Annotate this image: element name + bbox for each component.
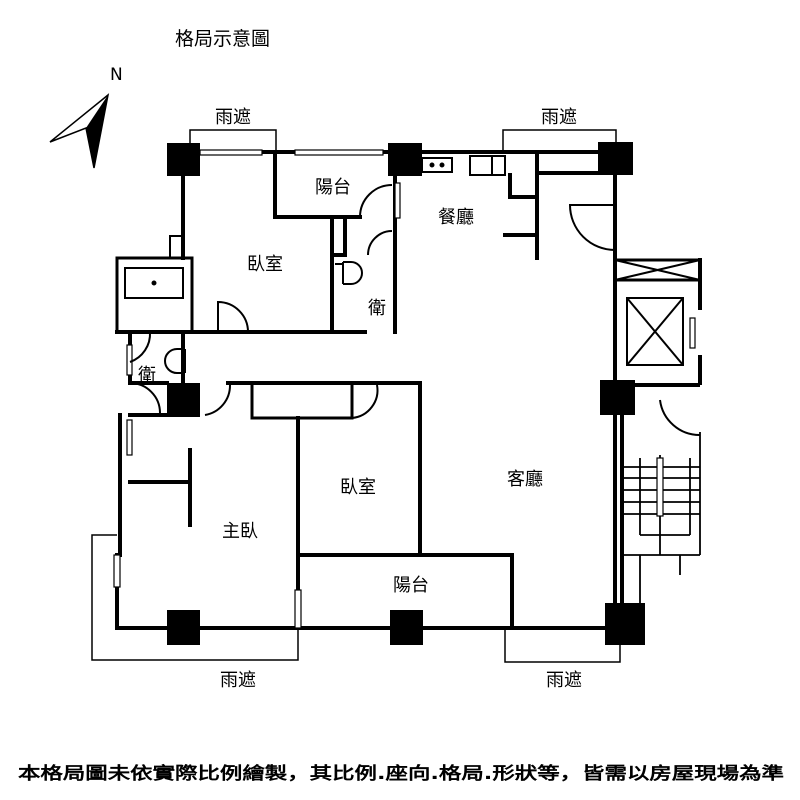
label-bath-left: 衛 — [138, 365, 156, 386]
label-bath-right: 衛 — [368, 298, 386, 319]
label-bedroom-middle: 臥室 — [340, 477, 376, 498]
label-bedroom-top: 臥室 — [247, 254, 283, 275]
label-dining: 餐廳 — [438, 207, 474, 228]
plan-title: 格局示意圖 — [175, 28, 270, 50]
doors — [129, 184, 701, 437]
rain-cover-outlines — [91, 129, 621, 663]
windows — [113, 149, 401, 629]
label-living: 客廳 — [507, 469, 543, 490]
compass-label: N — [110, 65, 123, 85]
label-balcony-top: 陽台 — [315, 177, 351, 198]
north-arrow-icon: N — [49, 65, 123, 169]
label-master-bedroom: 主臥 — [222, 521, 258, 542]
fixtures — [115, 155, 702, 610]
disclaimer-note: 本格局圖未依實際比例繪製，其比例.座向.格局.形狀等，皆需以房屋現場為準 — [18, 763, 784, 784]
label-balcony-bottom: 陽台 — [393, 575, 429, 596]
label-rain-cover-bottom-left: 雨遮 — [220, 670, 256, 691]
structural-columns — [167, 142, 645, 645]
label-rain-cover-top-left: 雨遮 — [215, 107, 251, 128]
label-rain-cover-top-right: 雨遮 — [541, 107, 577, 128]
label-rain-cover-bottom-right: 雨遮 — [546, 670, 582, 691]
